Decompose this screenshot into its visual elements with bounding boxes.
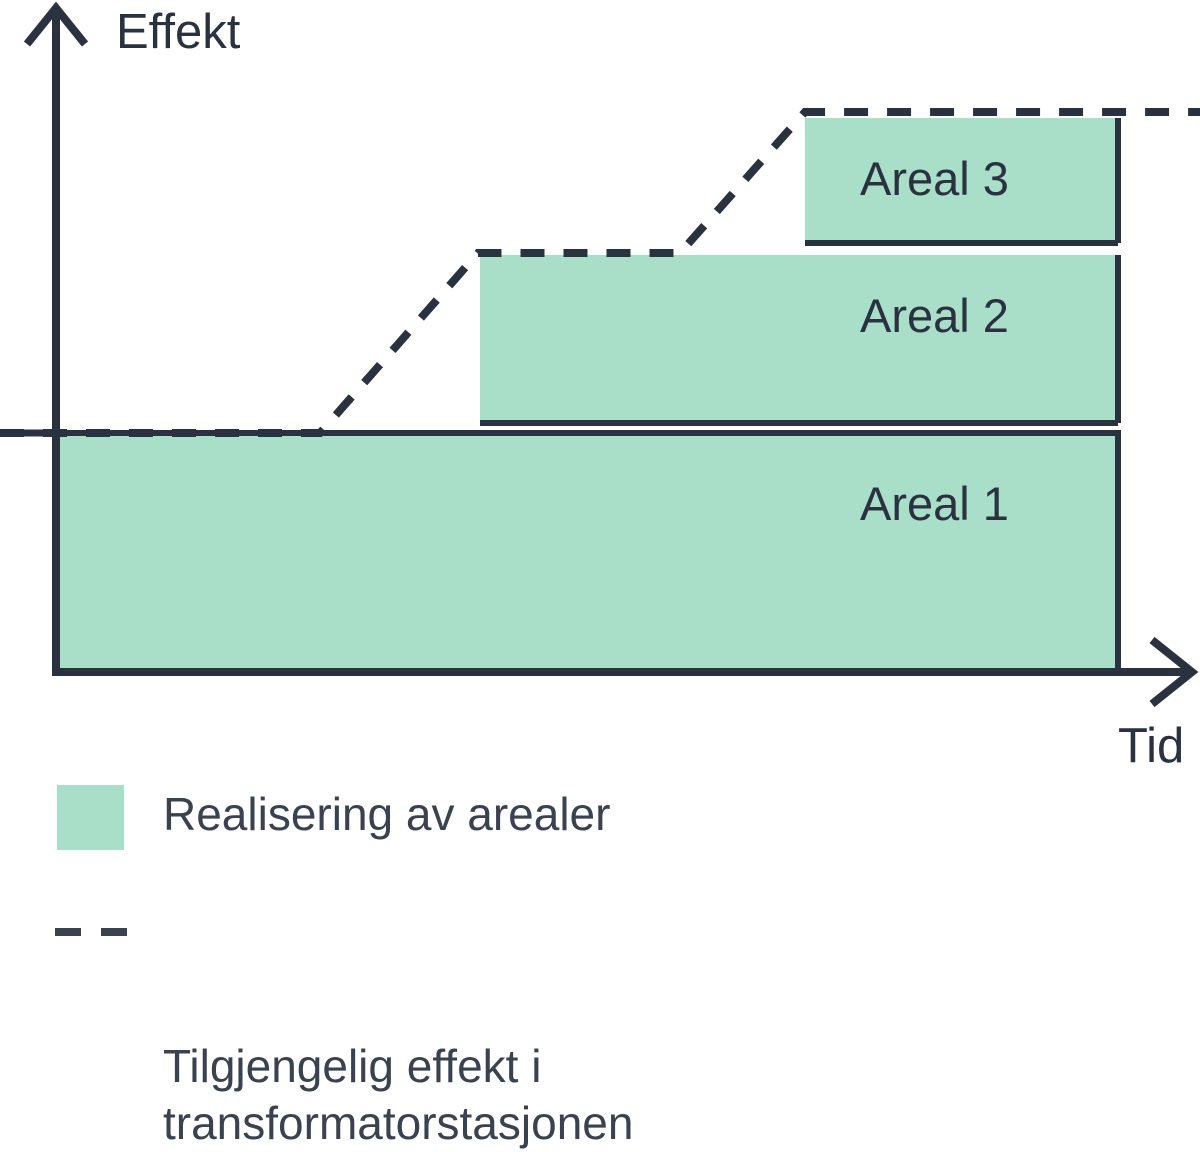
- x-axis-label: Tid: [1118, 719, 1185, 773]
- bar-areal-3: [805, 118, 1118, 243]
- legend-item-tilgjengelig-effekt: Tilgjengelig effekt i transformatorstasj…: [0, 910, 1200, 1149]
- bar-areal-2-outline: [480, 255, 1121, 426]
- legend-color-swatch-icon: [57, 785, 124, 850]
- bar-areal-1: [56, 433, 1118, 672]
- bar-areal-1-outline: [56, 430, 1121, 672]
- y-axis-arrow-icon: [23, 1, 89, 47]
- legend-item-realisering: Realisering av arealer: [0, 770, 1200, 910]
- legend-label-realisering: Realisering av arealer: [163, 788, 611, 840]
- bar-label-areal-3: Areal 3: [860, 152, 1009, 205]
- bar-label-areal-1: Areal 1: [860, 477, 1009, 530]
- legend-label-tilgjengelig-effekt: Tilgjengelig effekt i transformatorstasj…: [163, 1040, 634, 1149]
- chart-legend: Realisering av arealer Tilgjengelig effe…: [0, 770, 1200, 1149]
- bar-areal-2: [480, 255, 1118, 423]
- available-capacity-dashed-line: [0, 108, 1200, 437]
- y-axis-label: Effekt: [116, 5, 241, 59]
- x-axis-arrow-icon: [1149, 636, 1199, 708]
- bar-label-areal-2: Areal 2: [860, 289, 1009, 342]
- chart-graphics: [0, 1, 1200, 936]
- bar-areal-3-outline: [805, 118, 1121, 246]
